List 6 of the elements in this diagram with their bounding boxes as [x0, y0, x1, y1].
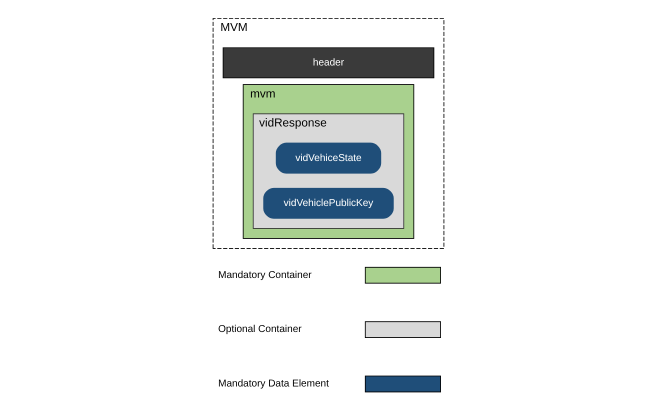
node-box: vidVehiceState: [276, 142, 382, 174]
legend-label: Mandatory Data Element: [218, 378, 329, 390]
node-box: vidVehiclePublicKey: [263, 188, 394, 219]
legend-label: Mandatory Container: [218, 270, 312, 281]
node-box: header: [222, 47, 434, 78]
legend-label: Optional Container: [218, 324, 302, 336]
